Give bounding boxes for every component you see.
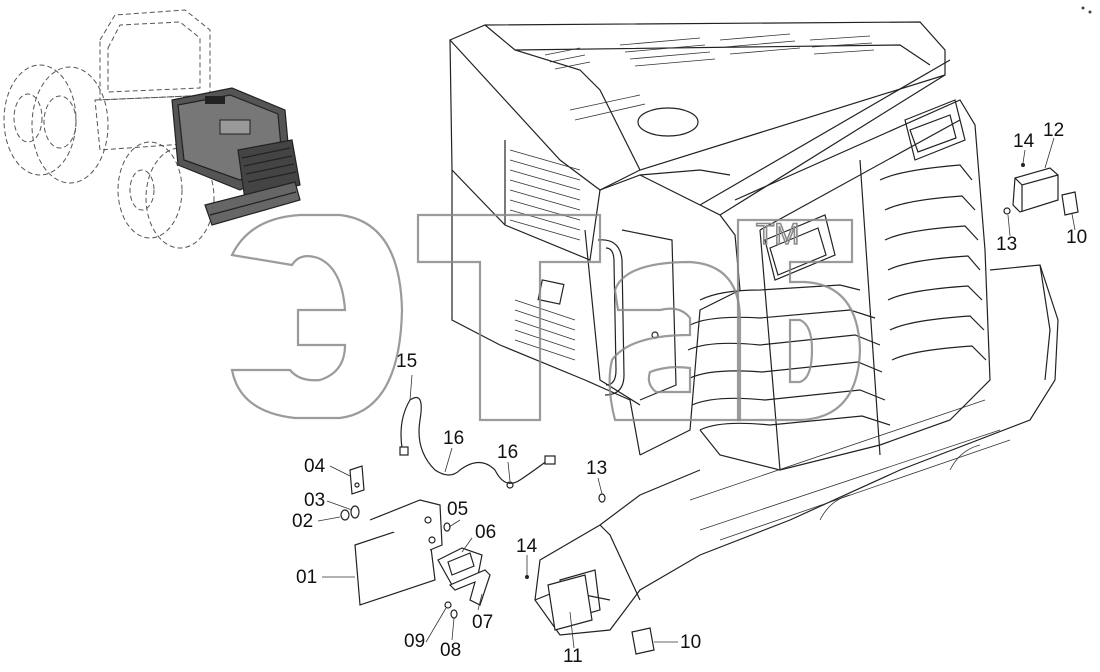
callout-11: 11 — [563, 646, 583, 667]
callout-10-lower: 10 — [680, 632, 701, 653]
callout-10-upper: 10 — [1066, 227, 1087, 248]
callout-01: 01 — [296, 567, 317, 588]
callout-13-lower: 13 — [586, 458, 607, 479]
watermark-logo: TM — [230, 213, 862, 422]
screws-08-09 — [444, 601, 458, 619]
callout-14-lower: 14 — [516, 536, 538, 557]
callout-03: 03 — [304, 490, 325, 511]
callout-12: 12 — [1043, 120, 1064, 141]
plate-bracket-01 — [354, 499, 443, 606]
bolt-02-03 — [340, 505, 360, 521]
callout-labels: 01 02 03 04 05 06 07 08 09 10 10 11 12 1… — [292, 120, 1087, 667]
bracket-04 — [349, 465, 365, 495]
callout-08: 08 — [440, 640, 461, 661]
callout-04: 04 — [304, 456, 326, 477]
tractor-overview-inset — [3, 9, 301, 249]
callout-16-right: 16 — [497, 442, 518, 463]
callout-02: 02 — [292, 511, 313, 532]
callout-14-upper: 14 — [1013, 131, 1035, 152]
callout-09: 09 — [404, 631, 425, 652]
leader-lines — [317, 137, 1076, 649]
nut-05 — [443, 522, 451, 532]
callout-15: 15 — [396, 351, 417, 372]
callout-06: 06 — [475, 522, 496, 543]
corner-marks — [1081, 6, 1092, 14]
hood-assembly — [448, 21, 991, 471]
harness-15-16 — [399, 396, 556, 489]
callout-07: 07 — [472, 612, 493, 633]
marker-11-10 — [525, 493, 655, 655]
callout-05: 05 — [447, 499, 468, 520]
bracket-07 — [448, 569, 491, 606]
callout-16-left: 16 — [443, 428, 464, 449]
watermark-tm: TM — [756, 218, 799, 251]
callout-13-upper: 13 — [996, 234, 1017, 255]
front-bumper — [534, 264, 1059, 636]
marker-12-10 — [1003, 163, 1079, 216]
